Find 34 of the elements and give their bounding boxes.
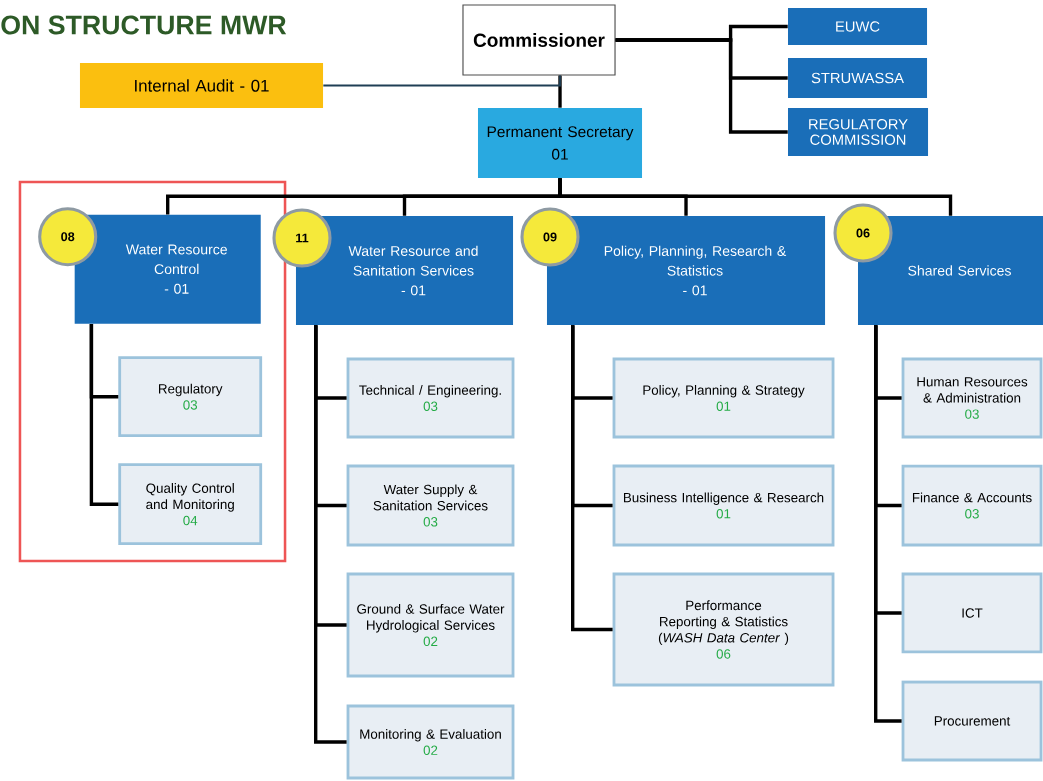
commissioner-box: Commissioner [462,4,616,76]
unit-box: Technical / Engineering. 03 [346,357,515,439]
audit-box: Internal Audit - 01 [79,63,324,108]
unit-box: Finance & Accounts 03 [901,464,1043,547]
connector-line [571,325,613,632]
number-badge: 11 [272,208,332,268]
unit-box: Business Intelligence & Research 01 [612,464,835,547]
secretary-box: Permanent Secretary 01 [478,108,643,178]
agency-box: STRUWASSA [788,58,928,98]
connector-line [89,324,119,506]
unit-box: Quality Control and Monitoring 04 [118,463,263,546]
highlight-frame [18,180,287,563]
number-badge: 08 [38,207,98,267]
agency-box: EUWC [788,8,928,45]
unit-box: Monitoring & Evaluation 02 [346,704,515,780]
unit-box: Procurement [901,680,1043,762]
number-badge: 09 [520,207,580,267]
connector-line [558,75,562,108]
unit-box: Human Resources & Administration 03 [901,357,1043,439]
unit-box: Policy, Planning & Strategy 01 [612,357,835,439]
unit-box: Ground & Surface Water Hydrological Services 02 [346,572,515,678]
unit-box: Regulatory 03 [118,356,263,438]
connector-line [322,74,561,87]
title: ON STRUCTURE MWR [1,15,287,35]
agency-box: REGULATORY COMMISSION [788,108,929,156]
unit-box: Water Supply & Sanitation Services 03 [346,464,515,547]
connector-line [874,325,902,723]
unit-box: Performance Reporting & Statistics (WASH Data Center ) 06 [612,572,835,687]
connector-line [314,325,347,744]
unit-box: ICT [901,572,1043,654]
connector-line [615,38,788,134]
department-box: Water Resource Control - 01 [74,214,261,324]
connector-line [558,178,953,216]
number-badge: 06 [833,203,893,263]
